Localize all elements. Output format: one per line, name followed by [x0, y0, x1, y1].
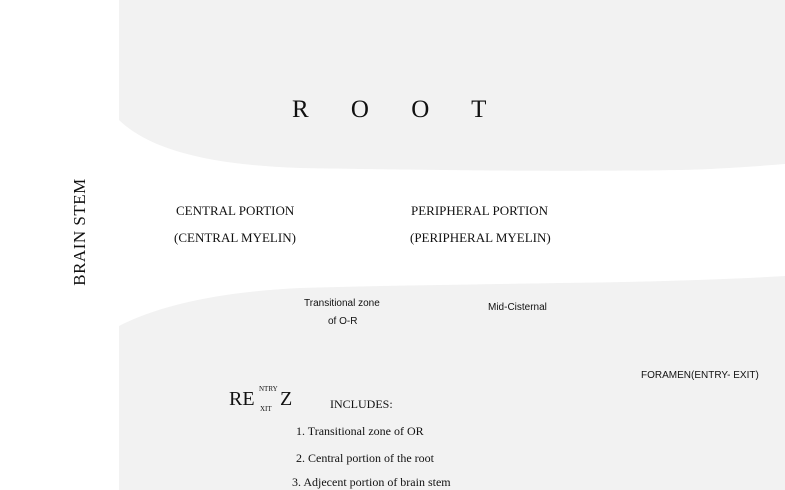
- transitional-zone-label: Transitional zone: [304, 298, 380, 309]
- rez-superscript: NTRY: [259, 385, 278, 393]
- root-title: R O O T: [292, 96, 505, 123]
- root-body: [119, 120, 785, 326]
- mid-cisternal-label: Mid-Cisternal: [488, 302, 547, 313]
- rez-subscript: XIT: [260, 405, 272, 413]
- transitional-zone-label-2: of O-R: [328, 316, 358, 327]
- includes-item: 2. Central portion of the root: [296, 451, 434, 465]
- includes-item: 1. Transitional zone of OR: [296, 424, 424, 438]
- rez-base: RE: [229, 388, 255, 410]
- includes-item: 3. Adjecent portion of brain stem: [292, 475, 451, 489]
- rez-tail: Z: [280, 388, 293, 410]
- rez-label: RE NTRY XIT Z: [229, 385, 292, 413]
- foramen-label: FORAMEN(ENTRY- EXIT): [641, 370, 759, 381]
- central-myelin-label: (CENTRAL MYELIN): [174, 230, 296, 245]
- includes-heading: INCLUDES:: [330, 397, 393, 411]
- peripheral-myelin-label: (PERIPHERAL MYELIN): [410, 230, 551, 245]
- peripheral-portion-label: PERIPHERAL PORTION: [411, 203, 549, 218]
- brain-stem-label: BRAIN STEM: [70, 178, 89, 286]
- central-portion-label: CENTRAL PORTION: [176, 203, 295, 218]
